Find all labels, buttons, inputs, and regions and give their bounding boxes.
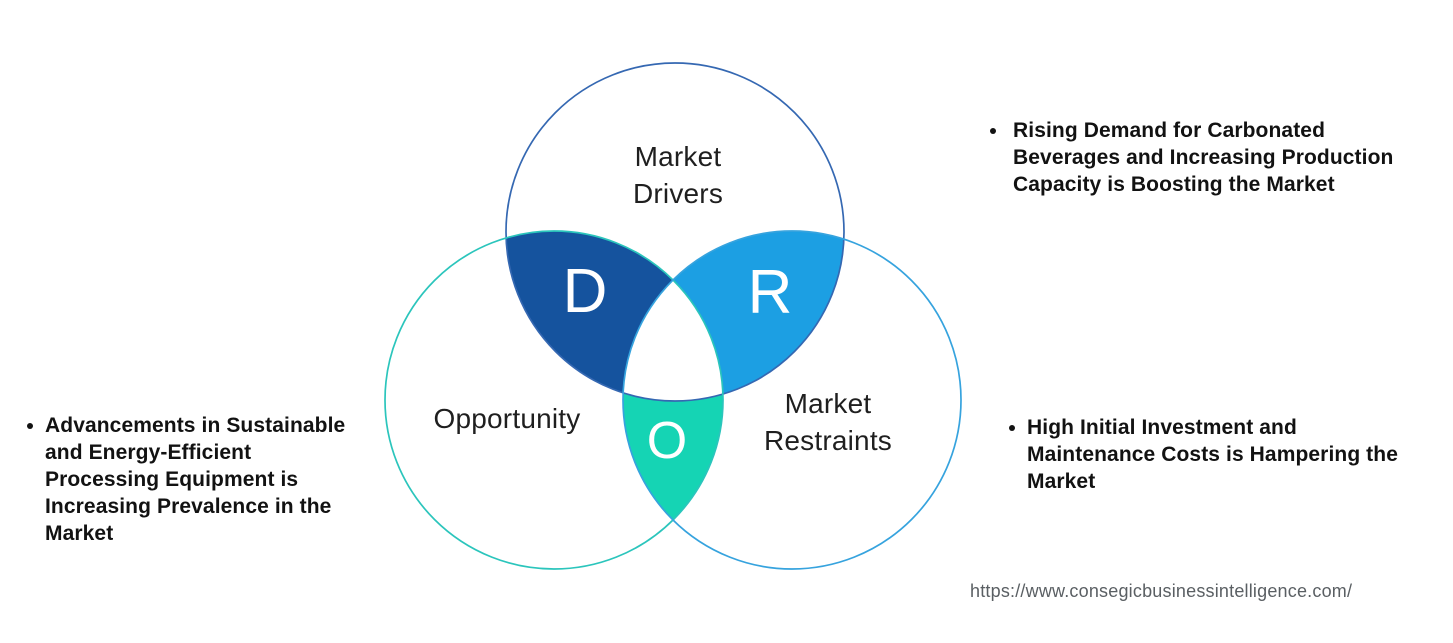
drivers-label-line1: Market xyxy=(634,141,722,172)
bullet-dot xyxy=(1009,425,1015,431)
restraints-label: Market Restraints xyxy=(718,385,938,459)
drivers-bullet-line: Rising Demand for Carbonated xyxy=(1013,119,1325,142)
opportunity-label: Opportunity xyxy=(433,403,581,434)
drivers-bullet: Rising Demand for Carbonated Beverages a… xyxy=(990,117,1430,198)
bullet-dot xyxy=(990,128,996,134)
bullet-dot xyxy=(27,423,33,429)
opportunity-bullet-text: Advancements in Sustainable and Energy-E… xyxy=(45,412,345,547)
opportunity-bullet-line: Market xyxy=(45,522,114,545)
restraints-bullet-line: Market xyxy=(1027,470,1096,493)
drivers-bullet-text: Rising Demand for Carbonated Beverages a… xyxy=(1013,117,1393,198)
drivers-bullet-line: Capacity is Boosting the Market xyxy=(1013,173,1335,196)
restraints-label-line2: Restraints xyxy=(763,425,893,456)
source-url-link[interactable]: https://www.consegicbusinessintelligence… xyxy=(970,581,1353,601)
drivers-bullet-line: Beverages and Increasing Production xyxy=(1013,146,1394,169)
opportunity-bullet: Advancements in Sustainable and Energy-E… xyxy=(27,412,407,547)
opportunity-bullet-line: Increasing Prevalence in the xyxy=(45,495,332,518)
restraints-label-line1: Market xyxy=(784,388,872,419)
o-overlap-letter: O xyxy=(646,412,688,470)
drivers-label-line2: Drivers xyxy=(632,178,724,209)
drivers-circle-outline xyxy=(505,62,845,402)
opportunity-bullet-line: and Energy-Efficient xyxy=(45,441,252,464)
restraints-bullet-text: High Initial Investment and Maintenance … xyxy=(1027,414,1398,495)
r-overlap-letter: R xyxy=(747,258,793,327)
d-overlap-letter: D xyxy=(562,257,608,326)
drivers-label: Market Drivers xyxy=(568,138,788,212)
opportunity-bullet-line: Advancements in Sustainable xyxy=(45,414,346,437)
restraints-bullet-line: High Initial Investment and xyxy=(1027,416,1297,439)
restraints-bullet: High Initial Investment and Maintenance … xyxy=(1009,414,1449,495)
restraints-bullet-line: Maintenance Costs is Hampering the xyxy=(1027,443,1398,466)
opportunity-bullet-line: Processing Equipment is xyxy=(45,468,299,491)
restraints-circle-outline xyxy=(622,230,962,570)
opportunity-circle-outline xyxy=(384,230,724,570)
